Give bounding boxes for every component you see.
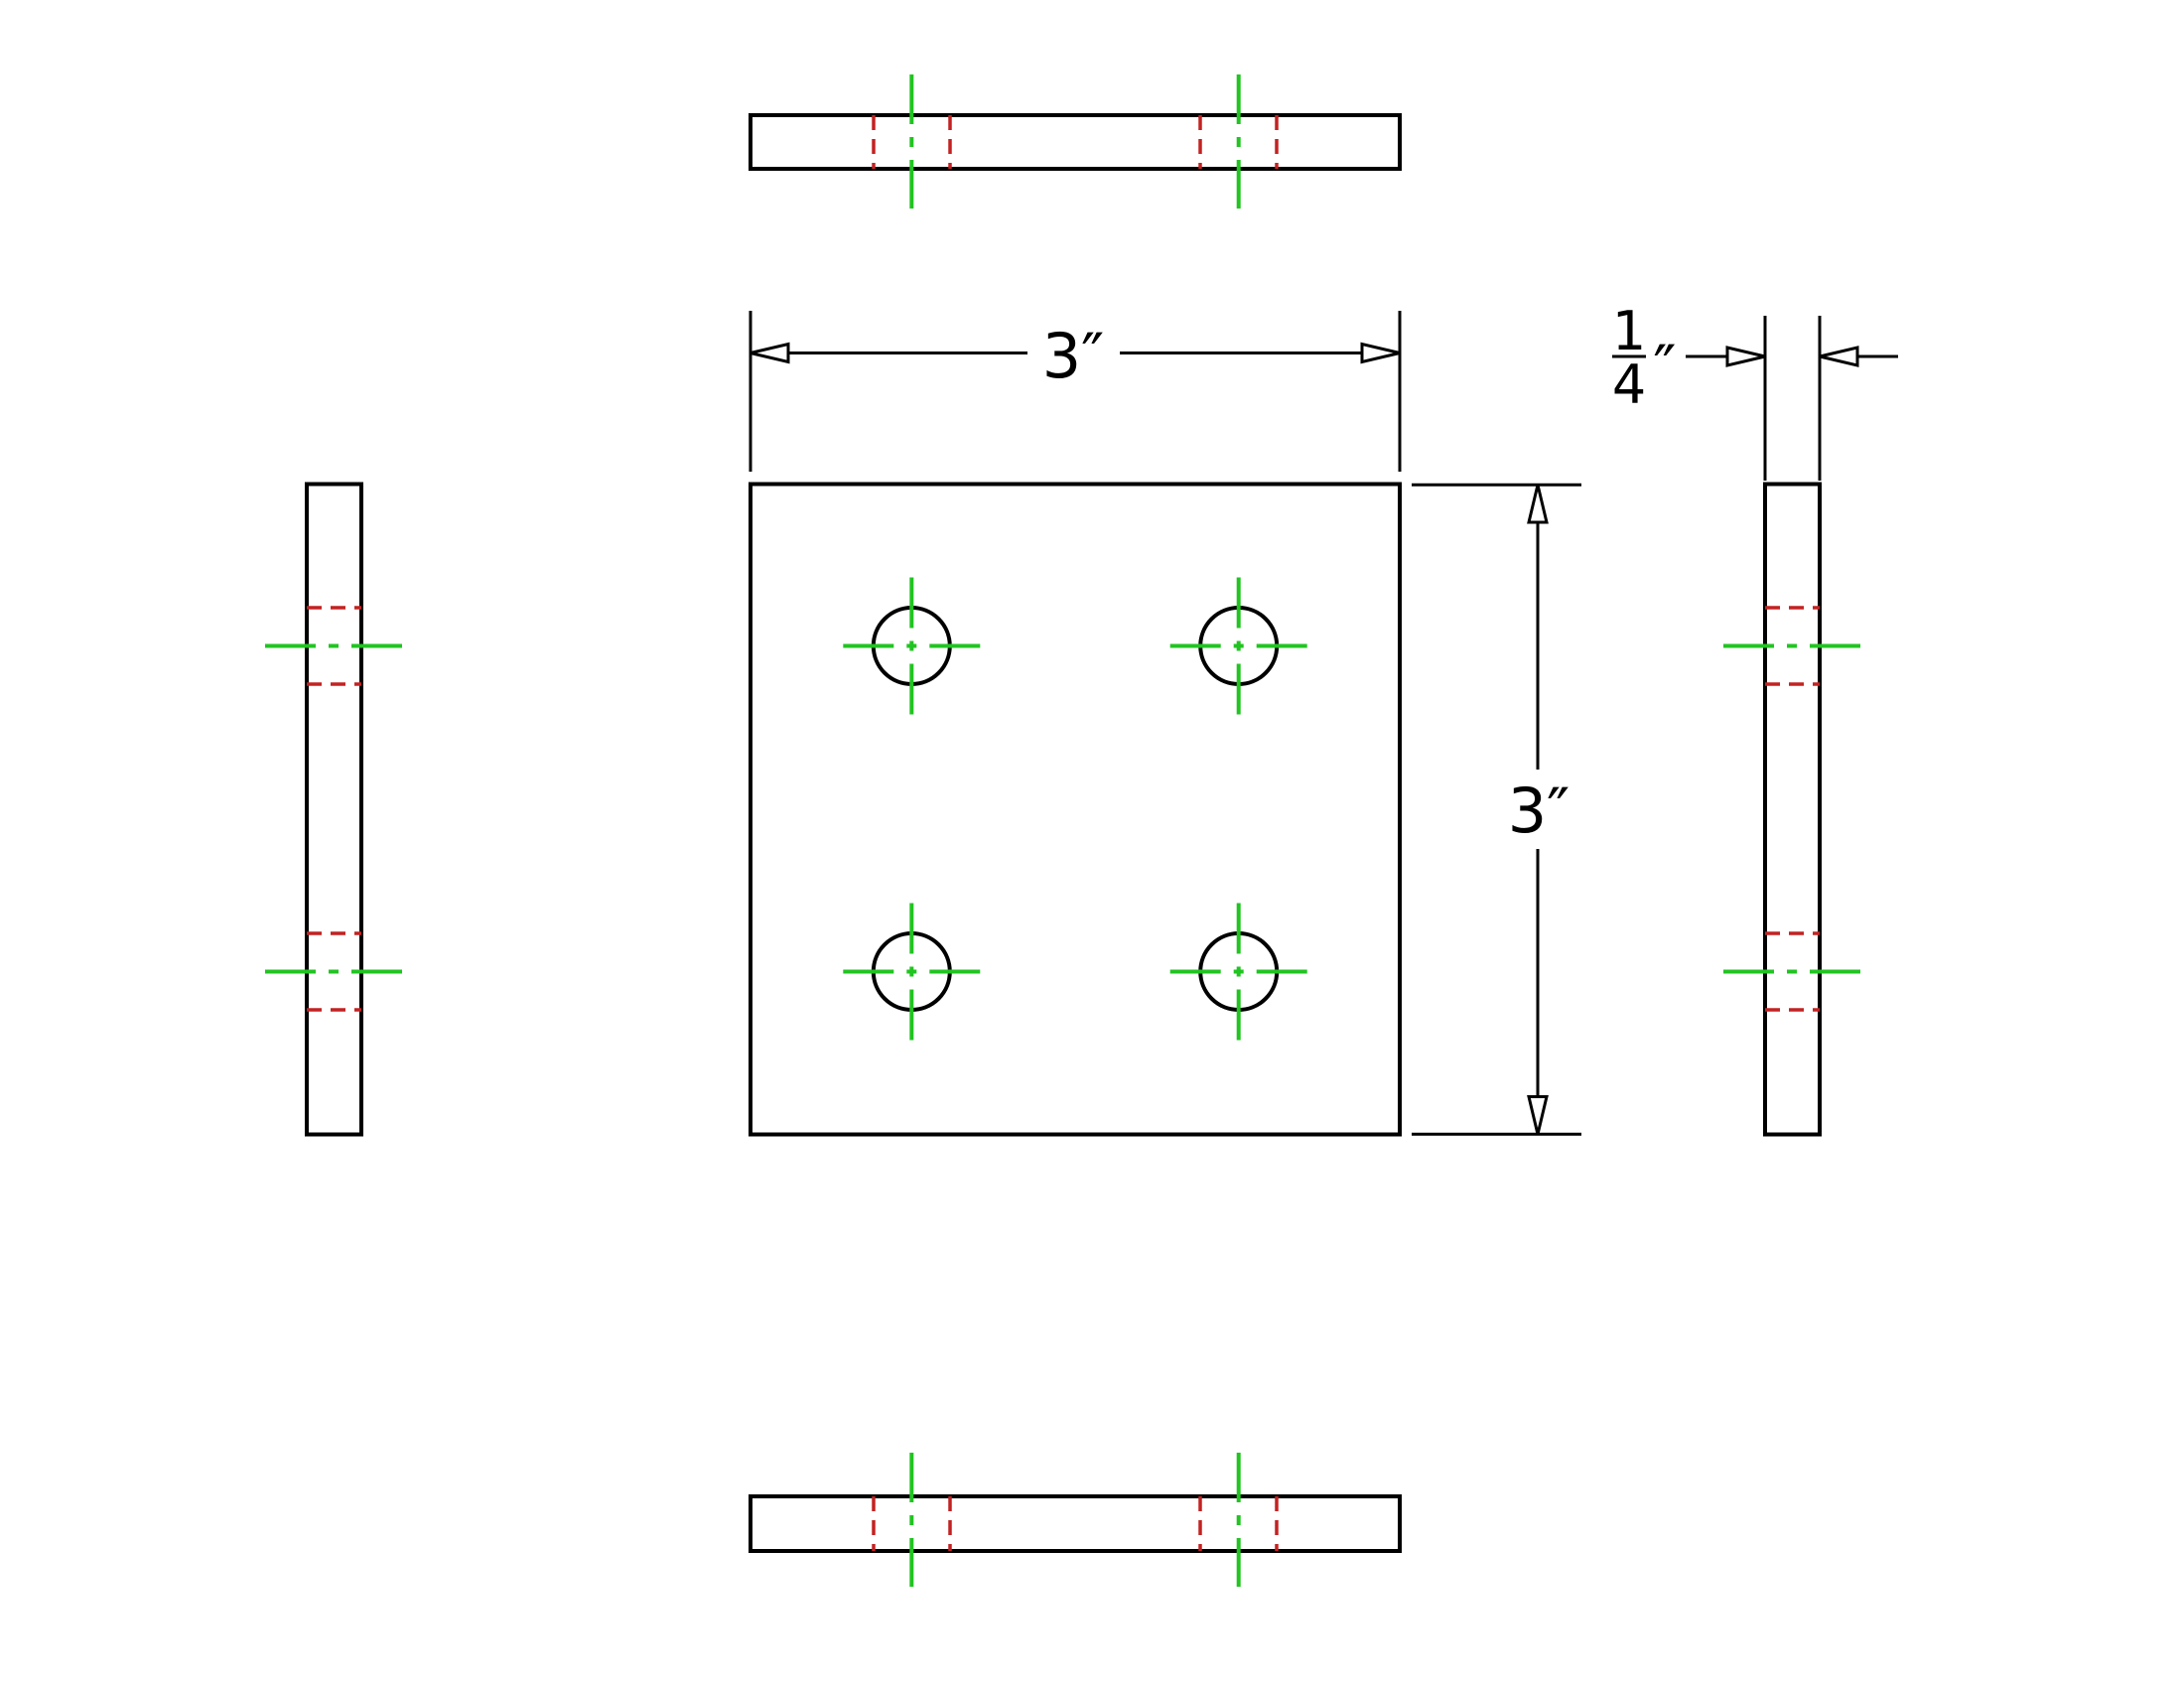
width-dimension-label: 3″ [1042,320,1105,392]
thickness-dimension: 1 4 ″ [1612,300,1898,481]
bottom-view [749,1453,1402,1587]
right-side-view [1723,482,1860,1137]
arrowhead-down-icon [1527,1095,1549,1135]
top-view-outline [749,113,1402,171]
arrowhead-left-icon [1819,346,1859,367]
front-view-outline [749,482,1402,1137]
arrowhead-left-icon [750,342,790,364]
arrowhead-up-icon [1527,484,1549,524]
width-dimension: 3″ [749,311,1402,472]
top-view [749,74,1402,209]
hole-bottom-left [843,903,981,1041]
hole-bottom-right [1169,903,1307,1041]
right-view-outline [1763,482,1822,1137]
thickness-denominator: 4 [1612,353,1646,416]
bottom-view-outline [749,1494,1402,1553]
thickness-unit-mark: ″ [1653,332,1676,404]
hole-top-left [843,577,981,715]
thickness-numerator: 1 [1612,300,1646,362]
left-side-view [265,482,402,1137]
height-dimension: 3″ [1412,483,1581,1136]
front-view [749,482,1402,1137]
hole-top-right [1169,577,1307,715]
height-dimension-label: 3″ [1508,774,1570,847]
arrowhead-right-icon [1725,346,1766,367]
left-view-outline [305,482,363,1137]
arrowhead-right-icon [1360,342,1401,364]
